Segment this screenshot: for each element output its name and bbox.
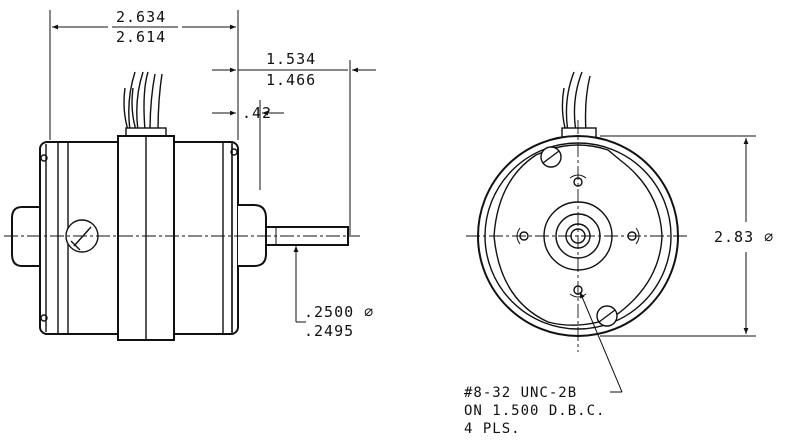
note-line-1: #8-32 UNC-2B — [464, 385, 577, 401]
end-lead-wire-1a — [565, 71, 575, 133]
lead-wire-1b — [136, 71, 144, 131]
shaft-length-max: 1.534 — [266, 50, 316, 68]
overall-length-min: 2.614 — [116, 28, 166, 46]
lead-wire-2a — [123, 87, 129, 131]
left-bushing — [11, 206, 40, 267]
note-leader — [579, 291, 623, 393]
side-screw-slot — [73, 226, 92, 247]
lead-wire-1c — [143, 71, 149, 131]
shaft-dia-max: .2500 ⌀ — [304, 303, 374, 321]
shaft-dia-min: .2495 — [304, 322, 354, 340]
end-diameter-label: 2.83 ⌀ — [714, 228, 774, 246]
note-line-3: 4 PLS. — [464, 421, 521, 437]
lead-wire-3b — [157, 73, 163, 133]
note-line-2: ON 1.500 D.B.C. — [464, 403, 605, 419]
overall-length-max: 2.634 — [116, 8, 166, 26]
lead-wire-1a — [128, 71, 136, 131]
lead-wire-3a — [149, 73, 156, 133]
end-view: 2.83 ⌀ #8-32 UNC-2B ON 1.500 D.B.C. 4 PL… — [464, 71, 774, 437]
shaft-length-min: 1.466 — [266, 71, 316, 89]
hub-length: .42 — [242, 104, 272, 122]
end-lead-wire-1b — [573, 71, 583, 133]
lead-wire-2b — [131, 87, 137, 131]
end-screw-bottom-slot — [598, 309, 616, 323]
end-screw-top-slot — [542, 150, 560, 164]
side-view: 2.634 2.614 1.534 1.466 .42 — [4, 8, 376, 341]
end-lead-wire-2a — [561, 87, 567, 133]
body-screw-bottom-left — [40, 314, 48, 322]
body-screw-top-left — [40, 154, 48, 162]
right-hub — [238, 204, 267, 267]
end-lead-wire-3a — [584, 75, 591, 133]
end-bell-right — [222, 141, 233, 335]
side-screw-detail — [70, 240, 81, 251]
body-screw-top-right — [230, 148, 238, 156]
